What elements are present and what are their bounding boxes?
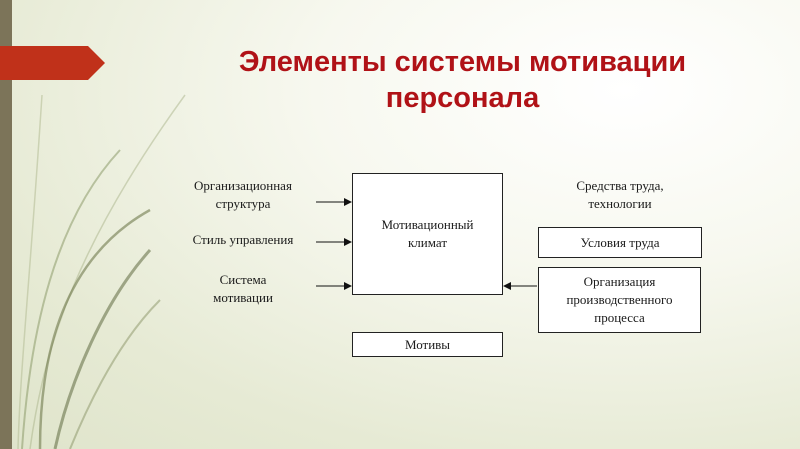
motivational-climate-box: Мотивационный климат xyxy=(352,173,503,295)
input-label-org-structure: Организационная структура xyxy=(194,178,292,211)
motives-box: Мотивы xyxy=(352,332,503,357)
title-banner-arrow xyxy=(0,46,105,80)
production-process-box: Организация производственного процесса xyxy=(538,267,701,333)
label-means-of-labor: Средства труда, технологии xyxy=(576,178,664,211)
slide-title: Элементы системы мотивации персонала xyxy=(238,46,687,114)
input-label-management-style: Стиль управления xyxy=(192,232,294,247)
working-conditions-box: Условия труда xyxy=(538,227,702,258)
left-decorative-strip xyxy=(0,0,12,449)
input-label-motivation-system: Система мотивации xyxy=(213,272,273,305)
